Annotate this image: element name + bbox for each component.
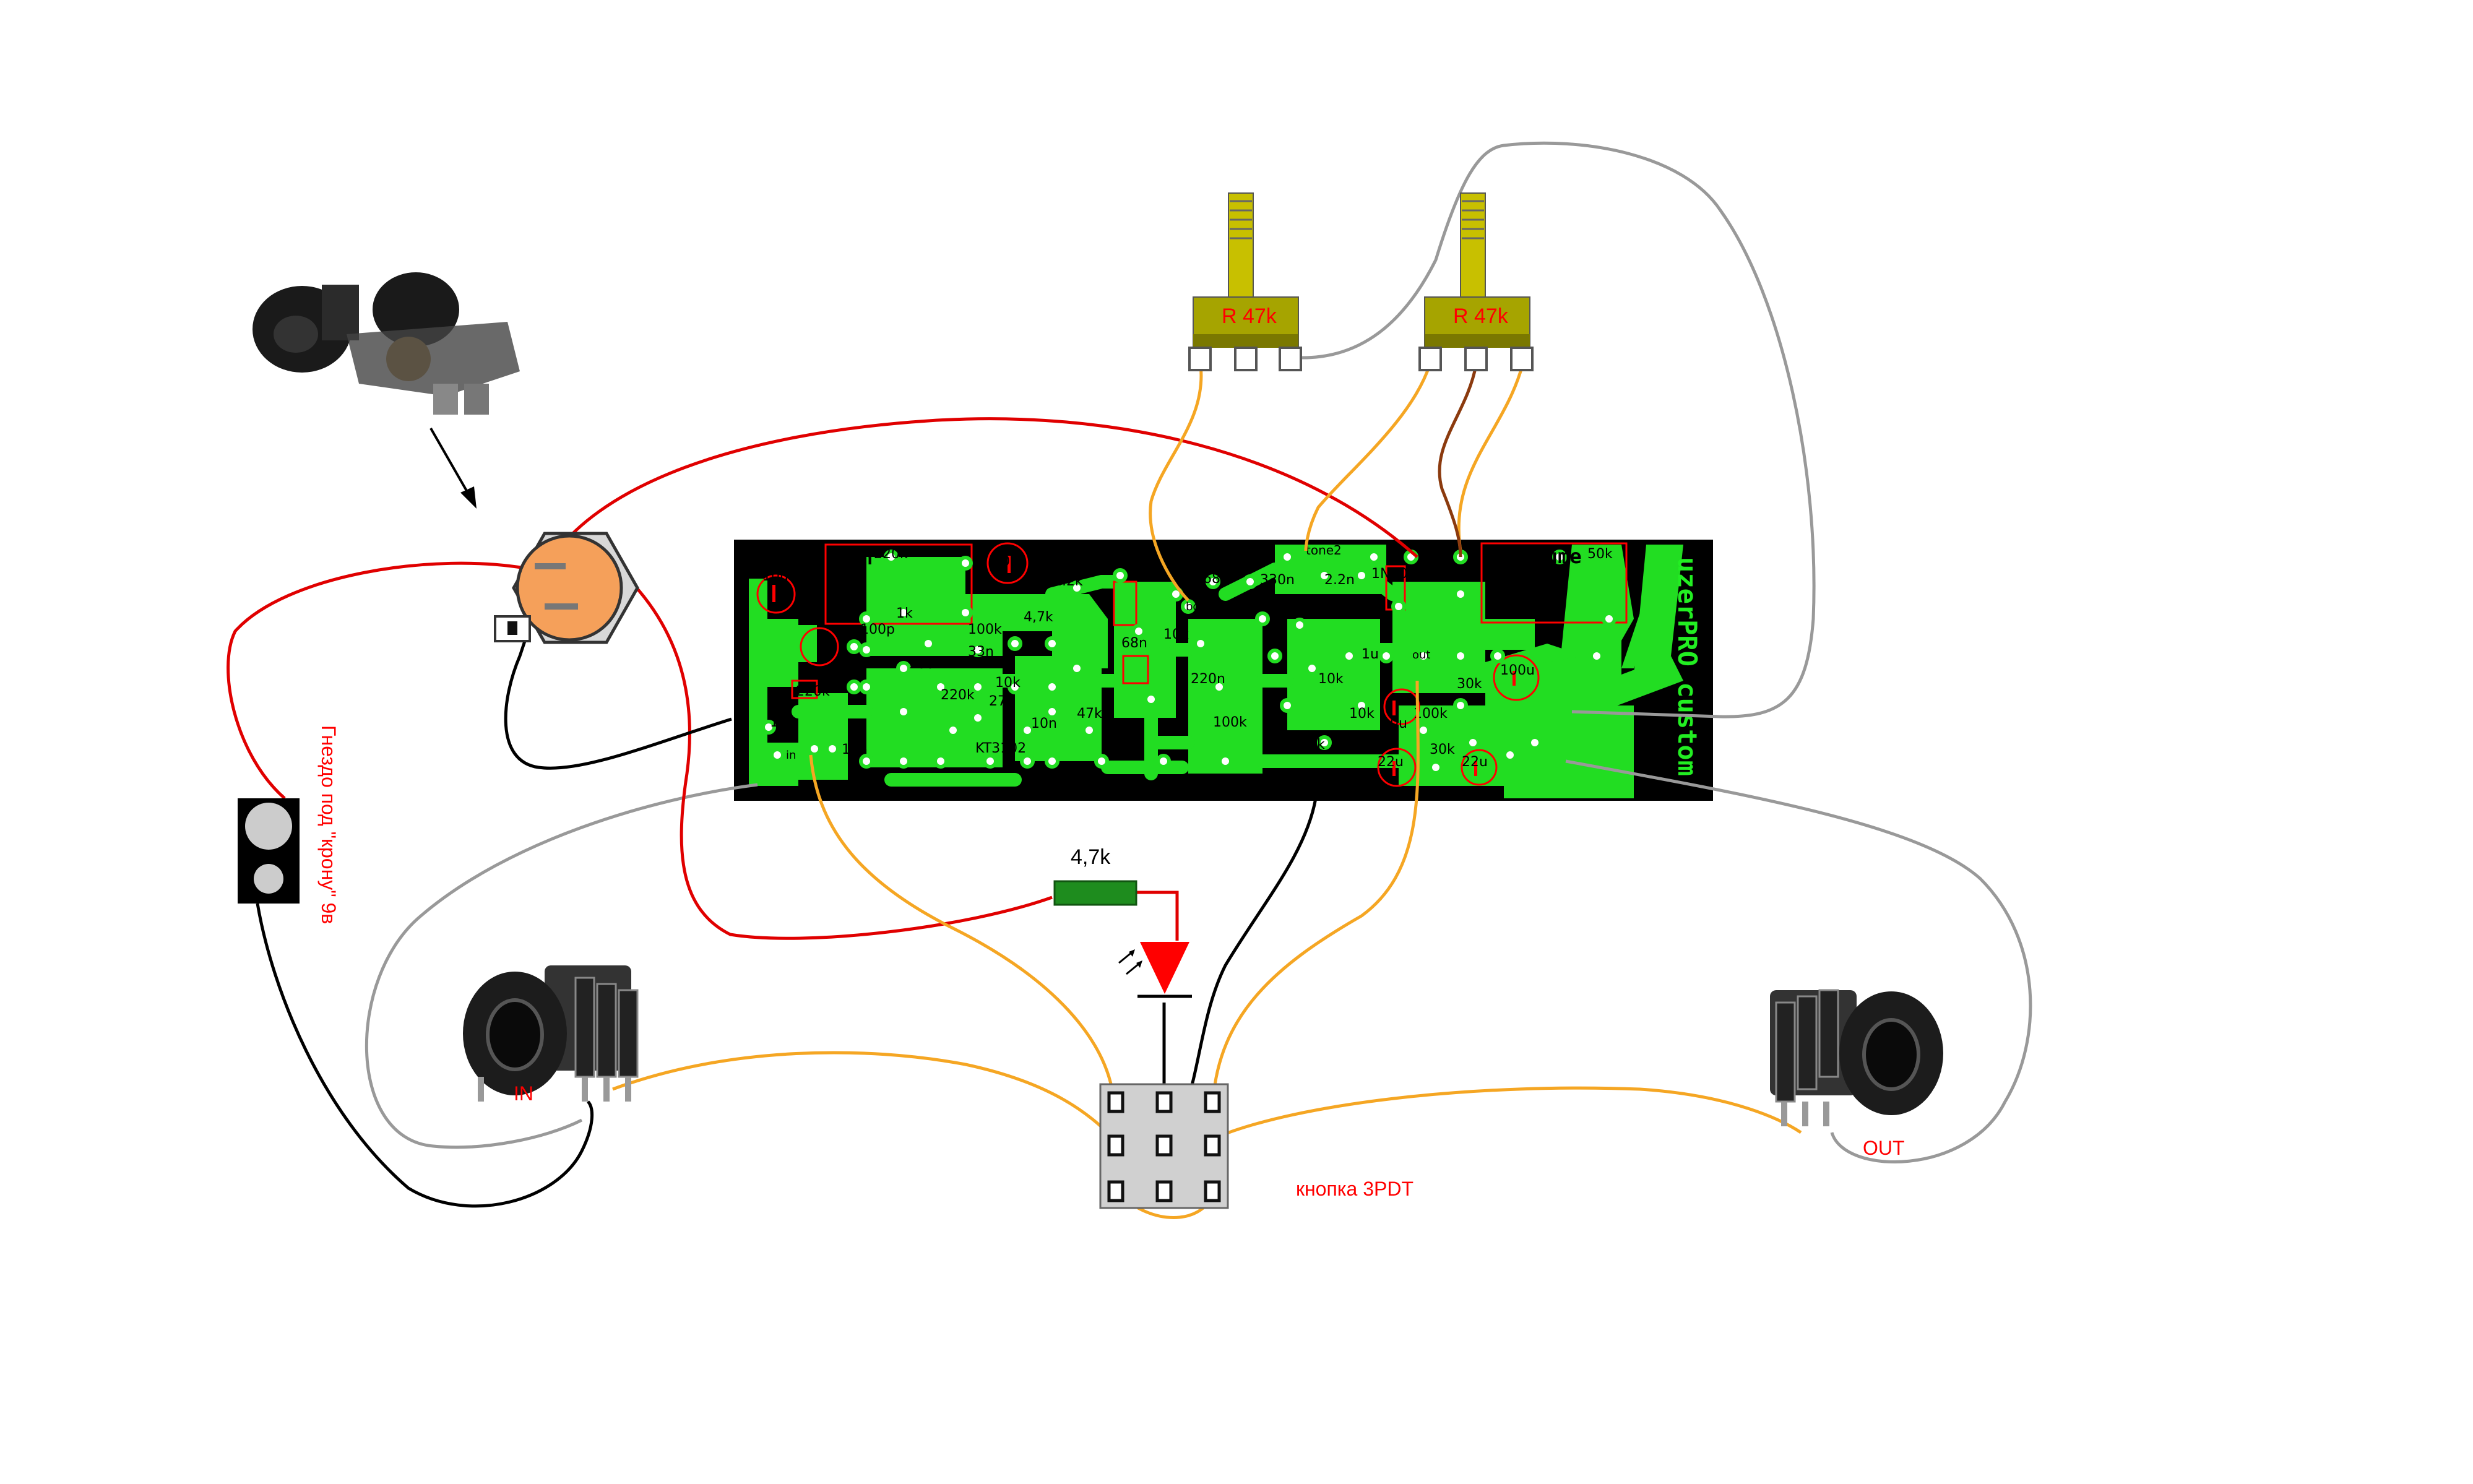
footswitch-3pdt[interactable] <box>1099 1083 1229 1209</box>
pot-volume-label: R 47k <box>1453 304 1509 328</box>
pcb-part-43: body <box>1186 600 1214 613</box>
pcb-part-28: 30k <box>1457 676 1482 692</box>
wire-black-battery <box>256 903 594 1208</box>
wire-red-led <box>624 574 1053 940</box>
pcb-part-13: 10n <box>1031 716 1057 731</box>
dc-jack-photo <box>252 272 520 415</box>
gain-value: 220k <box>874 546 908 562</box>
switch-label: кнопка 3PDT <box>1296 1178 1413 1200</box>
pcb-part-11: 10k <box>995 675 1021 691</box>
pcb-part-33: tone1 <box>1238 543 1274 558</box>
arrow-icon <box>429 428 477 509</box>
pcb-part-22: 100k <box>1291 737 1325 753</box>
wire-red-battery <box>227 561 533 800</box>
pcb-part-40: 1M <box>770 715 790 730</box>
pot-tone[interactable]: R 47k <box>1188 192 1302 371</box>
pcb-part-26: 22u <box>1378 754 1404 770</box>
volume-label: Volume <box>1510 545 1582 568</box>
wire-black-dc-to-pcb <box>504 637 732 770</box>
wire-orange-pot1-pcb <box>1149 365 1203 602</box>
wire-orange-pot2-pcb-a <box>1304 365 1431 551</box>
wire-red-resistor-led <box>1136 891 1179 941</box>
pcb-brand: uzerPRO custom <box>1672 557 1703 776</box>
jack-out[interactable] <box>1770 989 1943 1126</box>
pcb-part-25: 10k <box>1349 706 1375 722</box>
pcb-part-41: in <box>786 749 796 762</box>
jack-out-label: OUT <box>1863 1137 1905 1159</box>
led-icon <box>1118 942 1192 998</box>
pcb-part-29: 30k <box>1430 742 1455 757</box>
wire-gray-out-ground <box>1565 759 2032 1163</box>
pcb-part-14: 47k <box>1077 706 1102 722</box>
battery-connector[interactable] <box>238 798 300 904</box>
pcb-part-42: out <box>1412 649 1430 662</box>
pcb-part-6: 100k <box>968 622 1002 637</box>
wire-gray-pot1-loop <box>1299 141 1816 718</box>
dc-socket[interactable] <box>494 532 639 644</box>
pcb-part-4: 100p <box>860 622 895 637</box>
pcb-part-20: 100k <box>1213 715 1247 730</box>
pcb-part-3: 10u <box>993 554 1019 569</box>
wire-orange-pcb-in-switch <box>809 754 1116 1102</box>
pcb-part-16: 2.2k <box>1053 574 1083 589</box>
pcb-red-marks <box>772 556 1516 776</box>
pcb-part-21: 10k <box>1318 671 1344 687</box>
wire-orange-in-switch <box>612 1051 1115 1140</box>
battery-label: Гнездо под "крону" 9в <box>317 725 340 924</box>
jack-in[interactable] <box>463 965 639 1102</box>
pcb-part-39: 15n <box>842 742 868 757</box>
jack-in-label: IN <box>514 1082 533 1105</box>
wire-orange-switch-out <box>1212 1086 1802 1141</box>
wire-orange-pcb-out-switch <box>1211 680 1420 1102</box>
pcb-part-5: 33n <box>968 644 994 660</box>
pcb-part-9: 220k <box>796 684 830 699</box>
pcb-board: Gain 220k Volume 50k 10u 1k 1k 10u 100p … <box>734 540 1713 801</box>
pcb-part-23: 10u <box>1381 716 1407 731</box>
pot-tone-label: R 47k <box>1222 304 1277 328</box>
wire-red-dc-to-pcb <box>543 417 1418 571</box>
resistor-label: 4,7k <box>1071 845 1111 869</box>
pcb-part-37: 2.2n <box>1324 572 1355 588</box>
pcb-part-34: tone2 <box>1306 543 1342 558</box>
pcb-part-2: 1k <box>896 606 913 621</box>
pcb-part-38: KT3102 <box>975 741 1026 756</box>
wire-brown-pot2-pcb <box>1438 365 1478 558</box>
pcb-part-18: 10k <box>1262 597 1288 613</box>
pcb-part-36: 330n <box>1260 572 1295 588</box>
pcb-part-15: 68n <box>1203 571 1229 587</box>
pcb-part-0: 10u <box>762 569 788 584</box>
pcb-part-35: 68n <box>1121 636 1147 651</box>
pcb-part-10: 4,7k <box>1024 610 1053 625</box>
wire-orange-pot2-pcb-b <box>1457 365 1524 551</box>
pcb-part-7: 100n <box>908 657 943 672</box>
pcb-part-19: 220n <box>1191 671 1225 687</box>
pcb-part-17: 10k <box>1163 627 1189 642</box>
gain-label: Gain <box>828 548 873 569</box>
led-resistor: 4,7k <box>1053 845 1137 906</box>
pcb-labels: Gain 220k Volume 50k 10u 1k 1k 10u 100p … <box>762 543 1613 770</box>
pcb-part-8: 220k <box>941 688 975 703</box>
wire-gray-in-ground <box>365 783 758 1149</box>
pcb-part-12: 27n <box>989 694 1015 709</box>
pcb-part-32: 1N4007 <box>1371 566 1425 582</box>
pcb-pads <box>761 550 1616 775</box>
pcb-part-outlines <box>756 542 1628 787</box>
pcb-part-31: 100u <box>1500 663 1535 678</box>
pcb-part-1: 1k <box>828 586 845 602</box>
pcb-part-30: 22u <box>1462 754 1488 770</box>
pot-volume[interactable]: R 47k <box>1418 192 1534 371</box>
pcb-part-24: 1u <box>1362 647 1379 662</box>
volume-value: 50k <box>1587 546 1613 562</box>
